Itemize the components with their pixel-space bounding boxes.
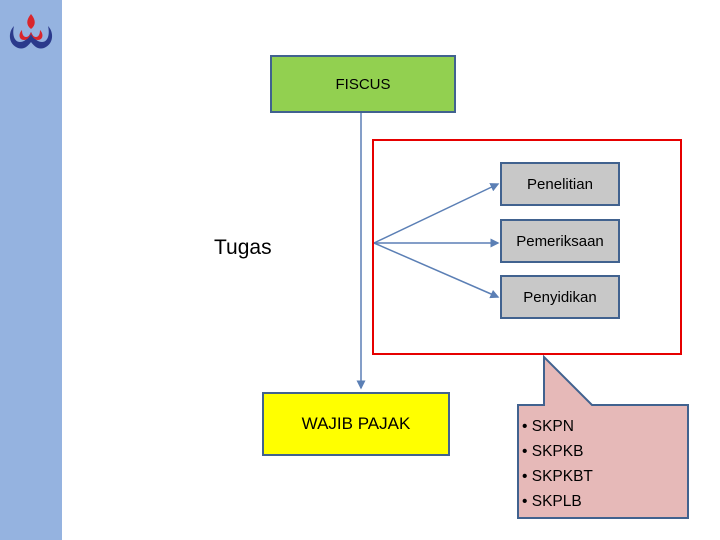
- tasks-frame: [372, 139, 682, 355]
- institution-logo-icon: [9, 14, 53, 49]
- wajib-pajak-label: WAJIB PAJAK: [301, 414, 411, 433]
- list-item: SKPN: [522, 414, 593, 439]
- task-label: Penelitian: [527, 175, 593, 193]
- list-item: SKPKBT: [522, 464, 593, 489]
- task-pemeriksaan: Pemeriksaan: [500, 219, 620, 263]
- wajib-pajak-box: WAJIB PAJAK: [262, 392, 450, 456]
- list-item: SKPLB: [522, 489, 593, 514]
- connector-penyidikan: [373, 242, 500, 299]
- connector-penelitian: [373, 183, 500, 244]
- fiscus-label: FISCUS: [335, 75, 391, 93]
- task-label: Pemeriksaan: [516, 232, 604, 250]
- list-item: SKPKB: [522, 439, 593, 464]
- sidebar-band: [0, 0, 62, 540]
- tugas-label: Tugas: [214, 236, 272, 259]
- task-penyidikan: Penyidikan: [500, 275, 620, 319]
- task-label: Penyidikan: [523, 288, 597, 306]
- callout-list: SKPN SKPKB SKPKBT SKPLB: [522, 414, 593, 514]
- task-penelitian: Penelitian: [500, 162, 620, 206]
- fiscus-box: FISCUS: [270, 55, 456, 113]
